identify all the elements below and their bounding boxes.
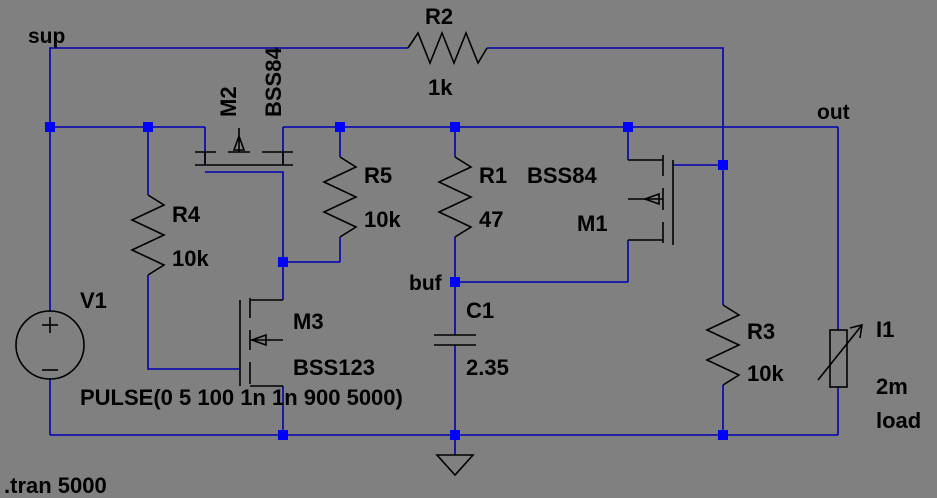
m3-ref: M3 <box>293 309 324 334</box>
m1-symbol <box>628 155 674 245</box>
i1-load-label: load <box>876 408 921 433</box>
m3-value: BSS123 <box>293 355 375 380</box>
c1-symbol <box>434 334 476 346</box>
i1-ref: I1 <box>876 317 894 342</box>
junction-nodes <box>45 122 728 440</box>
v1-value: PULSE(0 5 100 1n 1n 900 5000) <box>80 385 403 410</box>
r5-ref: R5 <box>364 163 392 188</box>
r4-symbol <box>130 194 166 276</box>
r2-symbol <box>407 30 488 66</box>
r4-ref: R4 <box>172 202 201 227</box>
i1-value: 2m <box>876 374 908 399</box>
r5-symbol <box>322 156 358 238</box>
m3-symbol <box>239 298 283 387</box>
c1-value: 2.35 <box>466 355 509 380</box>
net-label-out: out <box>817 101 850 124</box>
r3-value: 10k <box>747 361 784 386</box>
spice-directive: .tran 5000 <box>4 473 107 498</box>
net-label-buf: buf <box>409 272 443 295</box>
m2-ref: M2 <box>216 86 241 117</box>
i1-symbol <box>817 323 863 388</box>
r3-symbol <box>705 304 741 386</box>
v1-ref: V1 <box>80 288 107 313</box>
m2-symbol <box>195 128 293 166</box>
m2-value: BSS84 <box>261 47 286 117</box>
r1-symbol <box>437 156 473 238</box>
c1-ref: C1 <box>466 298 494 323</box>
m1-value: BSS84 <box>527 163 597 188</box>
r5-value: 10k <box>364 207 401 232</box>
m1-ref: M1 <box>577 211 608 236</box>
r1-value: 47 <box>479 207 503 232</box>
r4-value: 10k <box>172 246 209 271</box>
r3-ref: R3 <box>747 319 775 344</box>
r2-value: 1k <box>428 75 453 100</box>
v1-symbol <box>15 310 85 380</box>
r1-ref: R1 <box>479 163 507 188</box>
ground-icon <box>435 454 475 477</box>
r2-ref: R2 <box>425 4 453 29</box>
net-label-sup: sup <box>28 25 65 48</box>
